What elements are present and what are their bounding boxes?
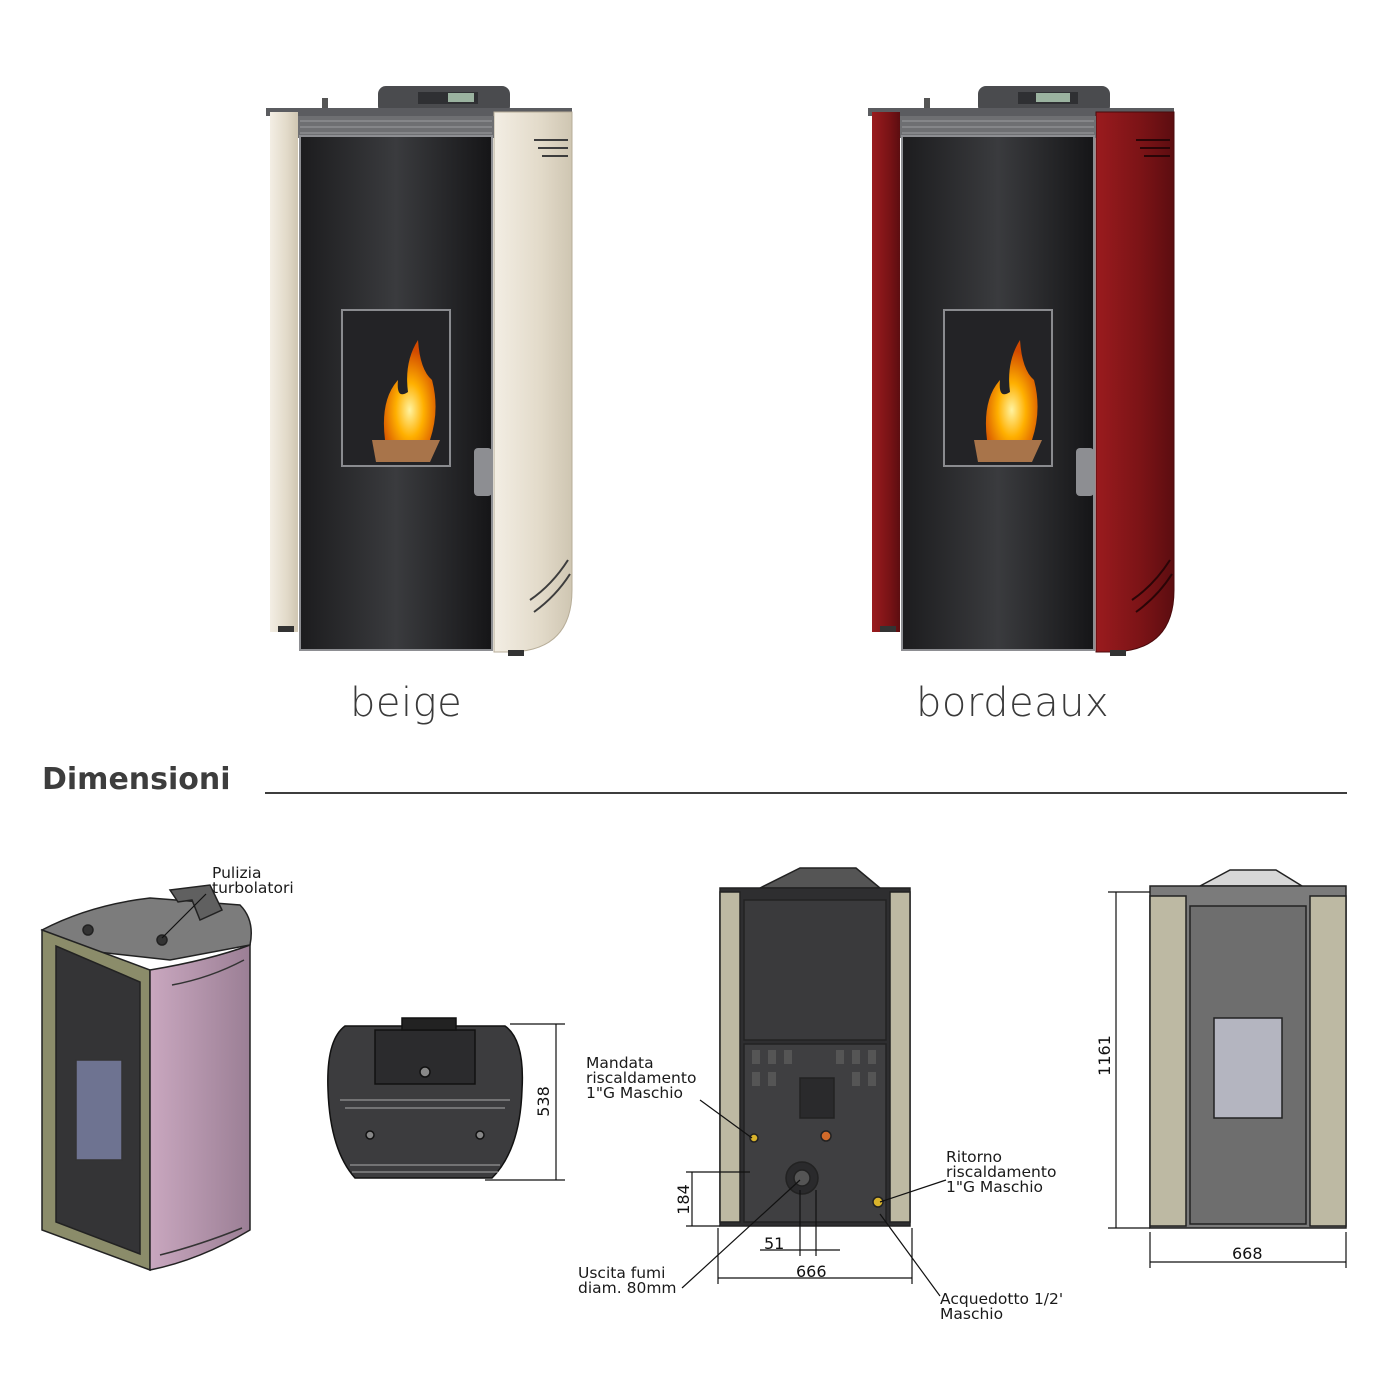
stove-bordeaux-photo xyxy=(868,86,1175,656)
stove-beige-photo xyxy=(266,86,573,656)
dimension-outlet-offset: 51 xyxy=(764,1234,785,1253)
stove-back-view-drawing xyxy=(719,867,911,1227)
callout-uscita-fumi: Uscita fumi diam. 80mm xyxy=(578,1264,677,1297)
dimension-outlet-height: 184 xyxy=(673,1184,693,1215)
variant-label-bordeaux: bordeaux xyxy=(916,680,1110,726)
dimension-width-front: 668 xyxy=(1232,1244,1263,1263)
section-divider xyxy=(265,792,1347,794)
dimension-height: 1161 xyxy=(1094,1035,1114,1076)
variant-label-beige: beige xyxy=(350,680,463,726)
dimension-width-back: 666 xyxy=(796,1262,827,1281)
callout-leaders xyxy=(161,893,947,1297)
stove-top-view-drawing xyxy=(327,1017,524,1179)
section-title: Dimensioni xyxy=(42,762,231,797)
stove-front-view-drawing xyxy=(1149,869,1347,1229)
dimension-lines xyxy=(485,891,1347,1284)
dimension-depth: 538 xyxy=(533,1086,553,1117)
callout-ritorno-riscaldamento: Ritorno riscaldamento 1"G Maschio xyxy=(946,1148,1057,1196)
callout-acquedotto: Acquedotto 1/2' Maschio xyxy=(940,1290,1064,1323)
callout-mandata-riscaldamento: Mandata riscaldamento 1"G Maschio xyxy=(586,1054,697,1102)
callout-pulizia-turbolatori: Pulizia turbolatori xyxy=(212,864,294,897)
stove-isometric-drawing xyxy=(40,884,252,1272)
